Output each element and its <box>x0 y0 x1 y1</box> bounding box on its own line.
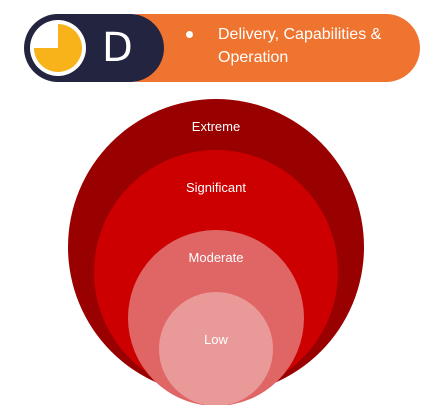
header: D Delivery, Capabilities & Operation <box>24 14 420 82</box>
pie-chart-icon <box>30 20 86 76</box>
label-significant: Significant <box>186 180 246 195</box>
label-low: Low <box>204 332 228 347</box>
section-letter: D <box>102 25 133 71</box>
bullet-icon <box>186 31 193 38</box>
section-title: Delivery, Capabilities & Operation <box>218 26 382 66</box>
header-pill: D <box>24 14 164 82</box>
circle-low <box>159 292 273 405</box>
label-extreme: Extreme <box>192 119 240 134</box>
label-moderate: Moderate <box>189 250 244 265</box>
